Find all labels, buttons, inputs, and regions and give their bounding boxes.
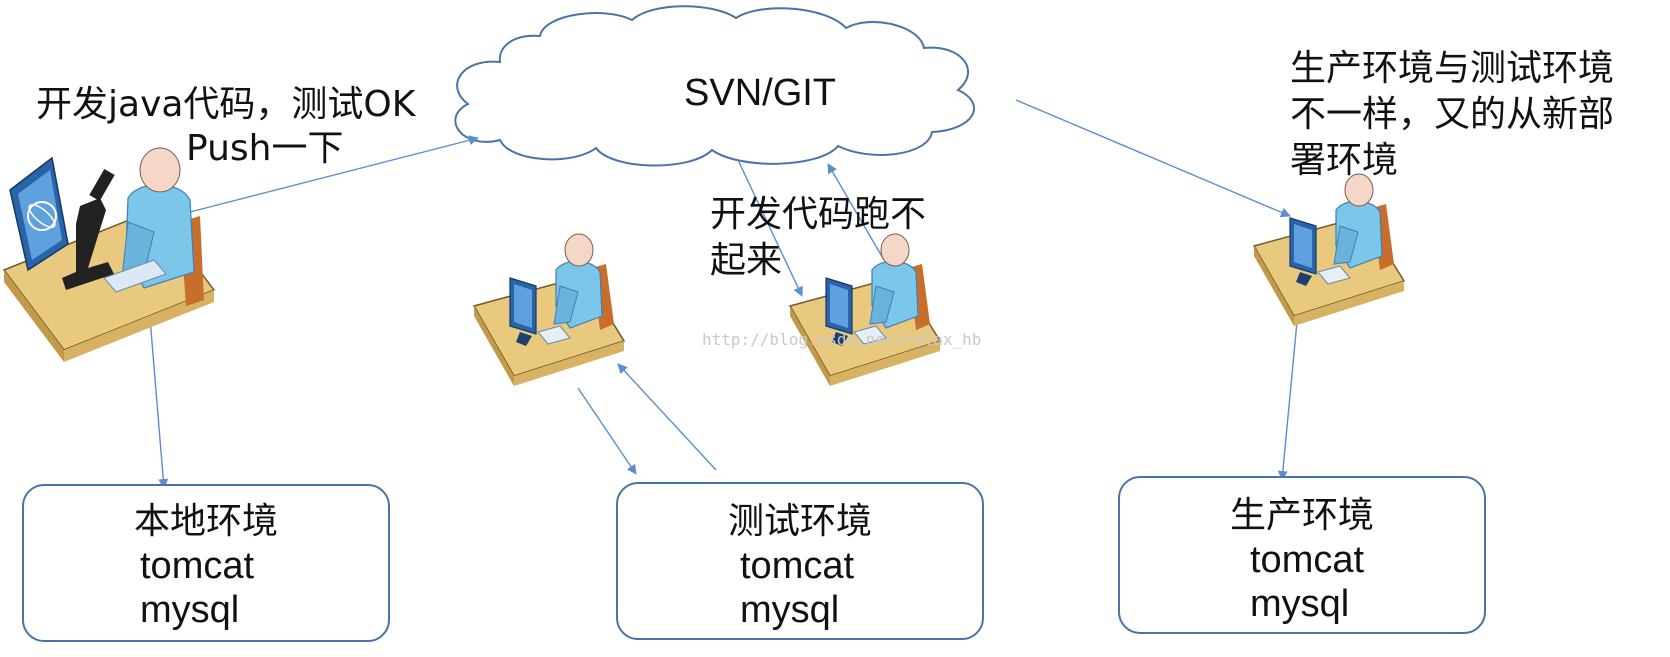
- prod-env-title: 生产环境: [1229, 495, 1374, 536]
- repository-label: SVN/GIT: [684, 72, 837, 114]
- dev-push-note-line2: Push一下: [186, 128, 344, 169]
- microscope-icon: [62, 198, 114, 290]
- test-env-title: 测试环境: [727, 501, 872, 542]
- arrow-test-env-to-mid-worker: [617, 363, 717, 471]
- prod-env-box: 生产环境 tomcat mysql: [1118, 476, 1486, 634]
- tester-workstation-left: [473, 233, 625, 387]
- test-fail-note-line2: 起来: [710, 240, 783, 281]
- arrow-dev-to-local-env: [149, 317, 169, 489]
- prod-note-line2: 不一样，又的从新部: [1290, 94, 1615, 135]
- repository-cloud: [454, 5, 976, 167]
- arrow-test-worker-to-repo: [827, 163, 885, 261]
- test-fail-note-line1: 开发代码跑不: [710, 194, 927, 235]
- dev-push-note-line1: 开发java代码，测试OK: [36, 84, 416, 125]
- local-env-title: 本地环境: [133, 501, 278, 542]
- local-env-box: 本地环境 tomcat mysql: [22, 484, 390, 642]
- arrow-mid-worker-to-test-env: [577, 387, 637, 475]
- developer-workstation: [2, 147, 216, 362]
- test-env-server: tomcat: [740, 545, 855, 587]
- local-env-server: tomcat: [140, 545, 255, 587]
- arrow-repo-to-prod-worker: [1015, 99, 1291, 218]
- local-env-db: mysql: [140, 589, 240, 631]
- prod-env-server: tomcat: [1250, 539, 1365, 581]
- prod-note-line1: 生产环境与测试环境: [1290, 48, 1615, 89]
- tester-workstation-right: [789, 233, 941, 387]
- prod-env-db: mysql: [1250, 583, 1350, 625]
- prod-note-line3: 署环境: [1290, 140, 1399, 181]
- watermark: http://blog.csdn.net/relax_hb: [702, 330, 982, 349]
- arrow-dev-to-repo: [189, 135, 479, 213]
- ops-workstation: [1253, 173, 1405, 327]
- arrow-repo-to-test-worker: [737, 159, 803, 297]
- test-env-db: mysql: [740, 589, 840, 631]
- test-env-box: 测试环境 tomcat mysql: [616, 482, 984, 640]
